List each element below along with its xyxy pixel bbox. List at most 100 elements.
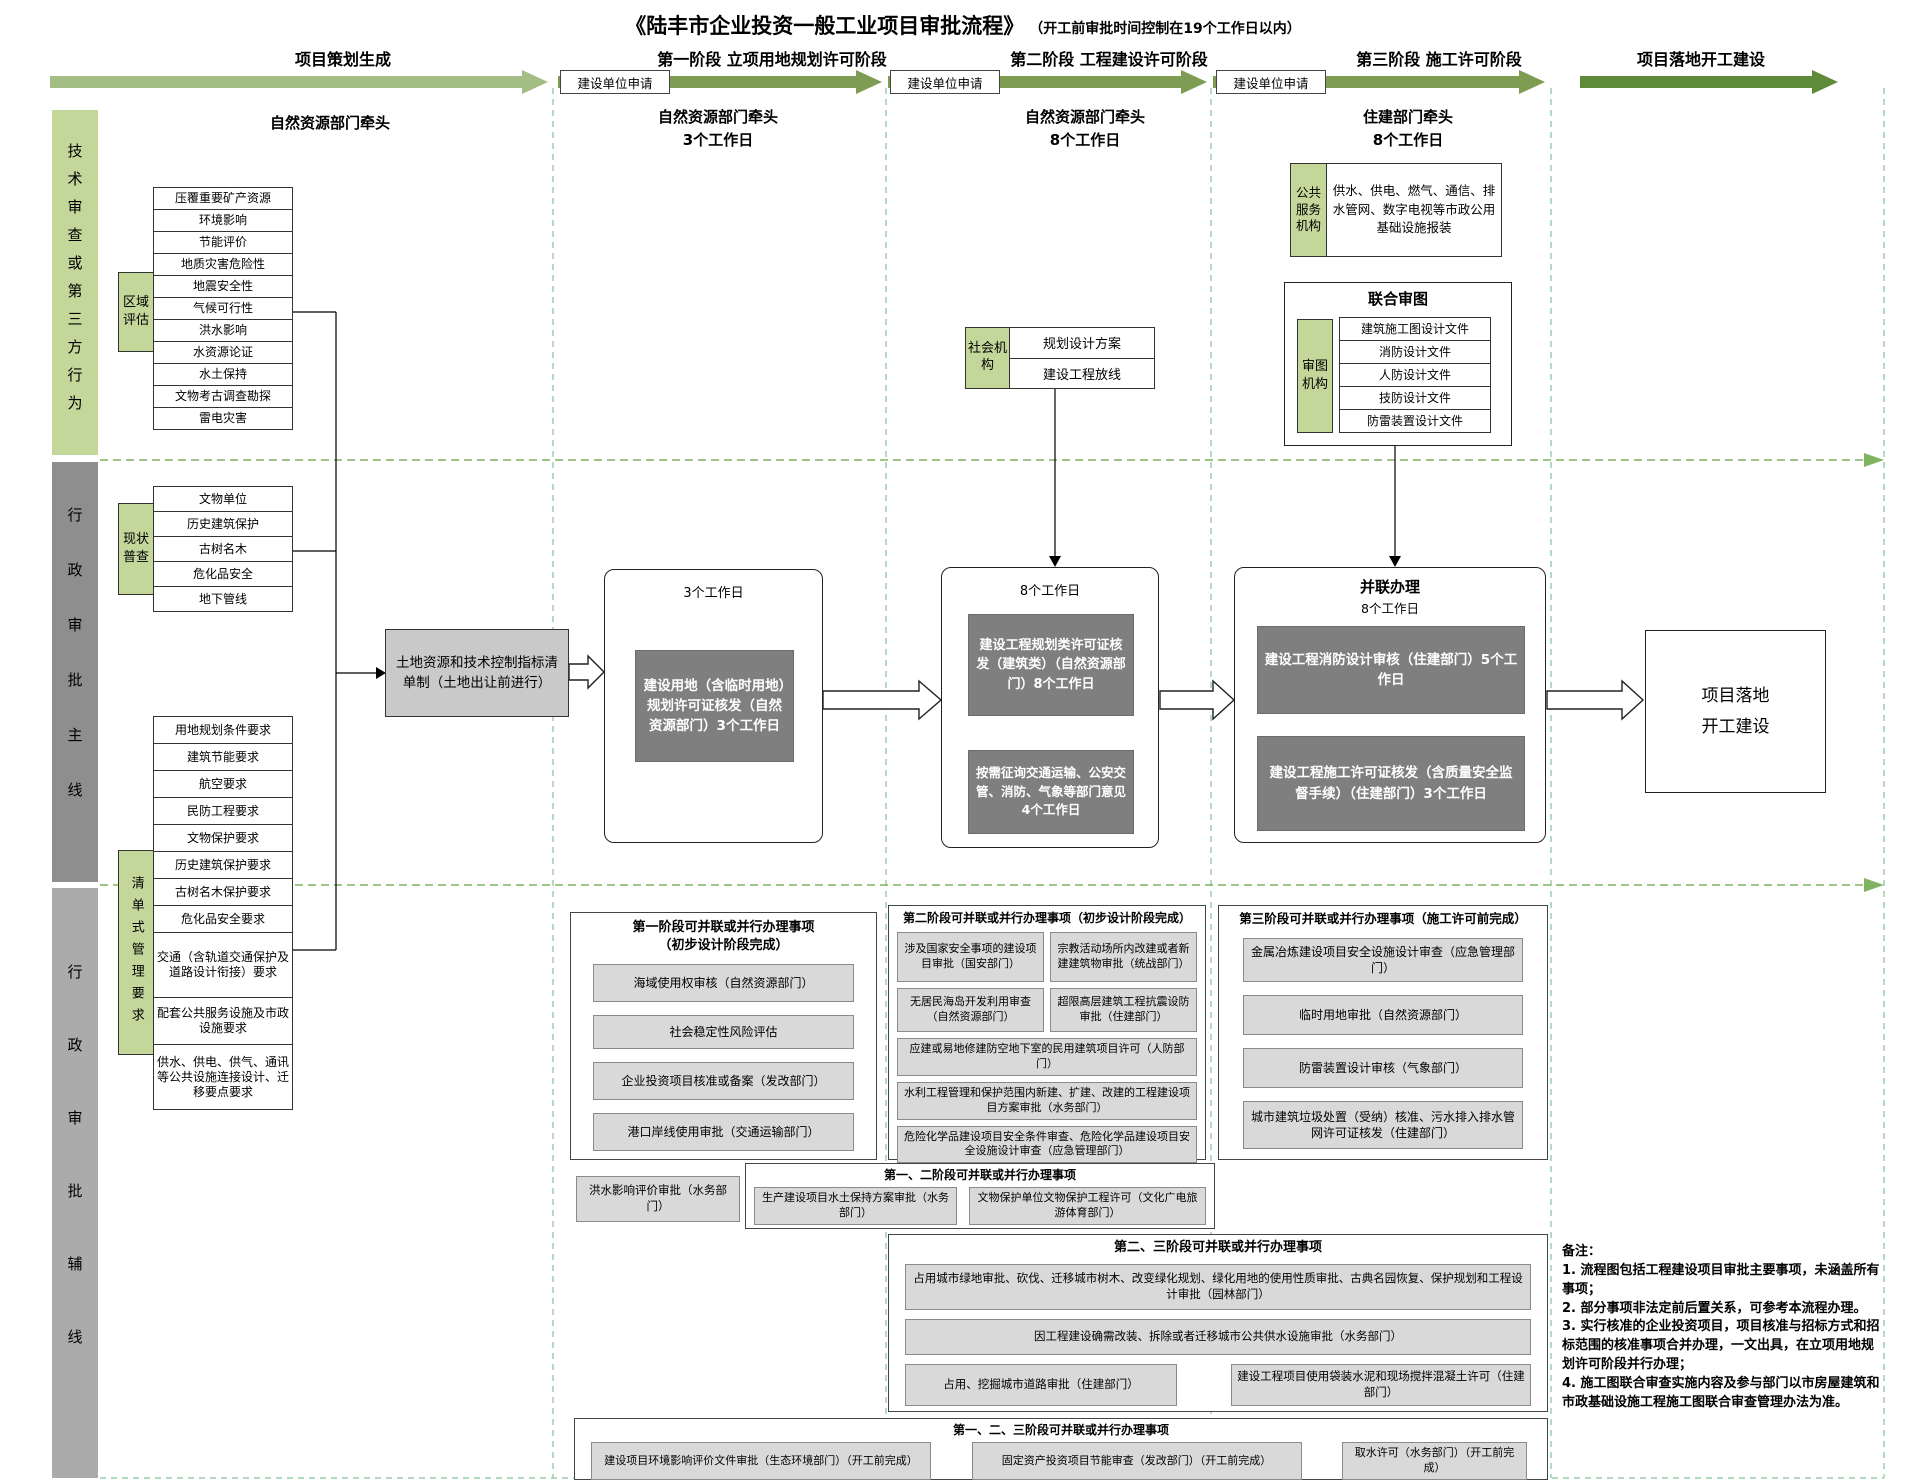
lead-days: 8个工作日 [1049,130,1121,149]
list-item: 历史建筑保护要求 [153,851,293,879]
divider-arrowhead [1864,453,1884,467]
list-item: 古树名木 [153,536,293,562]
stage2-consult-box: 按需征询交通运输、公安交管、消防、气象等部门意见 4个工作日 [968,750,1134,834]
stage3-days: 8个工作日 [1361,601,1419,616]
social-org-items: 规划设计方案 建设工程放线 [1010,328,1154,388]
section-stage1-parallel: 第一阶段可并联或并行办理事项 （初步设计阶段完成） 海域使用权审核（自然资源部门… [570,912,877,1160]
stage2-plan-permit-box: 建设工程规划类许可证核发（建筑类）（自然资源部门）8个工作日 [968,614,1134,716]
list-item: 古树名木保护要求 [153,878,293,906]
list-item: 人防设计文件 [1339,363,1491,387]
title-sub: （开工前审批时间控制在19个工作日以内） [1029,21,1301,37]
final-box: 项目落地开工建设 [1645,630,1826,793]
phase-label-planning: 项目策划生成 [294,50,391,69]
parallel-item: 海域使用权审核（自然资源部门） [593,964,854,1003]
public-service-label: 公共服务机构 [1291,164,1327,256]
lead-stage2: 自然资源部门牵头 8个工作日 [985,106,1185,151]
parallel-item: 宗教活动场所内改建或者新建建筑物审批（统战部门） [1050,932,1197,983]
parallel-item: 危险化学品建设项目安全条件审查、危险化学品建设项目安全设施设计审查（应急管理部门… [897,1125,1197,1164]
public-service-text: 供水、供电、燃气、通信、排水管网、数字电视等市政公用基础设施报装 [1332,182,1496,236]
parallel-item: 涉及国家安全事项的建设项目审批（国安部门） [897,932,1044,983]
stage1-days: 3个工作日 [683,586,744,601]
stage1-container: 3个工作日 建设用地（含临时用地）规划许可证核发（自然资源部门）3个工作日 [604,569,823,843]
section-title: 第二阶段可并联或并行办理事项（初步设计阶段完成） [902,911,1191,925]
list-item: 技防设计文件 [1339,386,1491,410]
lead-stage3: 住建部门牵头 8个工作日 [1308,106,1508,151]
stage3-title: 并联办理 [1359,578,1420,596]
list-item: 建筑施工图设计文件 [1339,317,1491,341]
section-items: 金属冶炼建设项目安全设施设计审查（应急管理部门） 临时用地审批（自然资源部门） … [1219,928,1547,1149]
parallel-item: 文物保护单位文物保护工程许可（文化广电旅游体育部门） [969,1187,1206,1225]
checklist-connector-lines [293,311,376,951]
section-stage2-parallel: 第二阶段可并联或并行办理事项（初步设计阶段完成） 涉及国家安全事项的建设项目审批… [888,905,1206,1164]
parallel-item: 占用城市绿地审批、砍伐、迁移城市树木、改变绿化规划、绿化用地的使用性质审批、古典… [905,1263,1531,1310]
note-line: 1. 流程图包括工程建设项目审批主要事项，未涵盖所有事项； [1562,1262,1880,1297]
parallel-item: 因工程建设确需改装、拆除或者迁移城市公共供水设施审批（水务部门） [905,1318,1531,1355]
section-subtitle: （初步设计阶段完成） [658,937,789,953]
list-item: 交通（含轨道交通保护及道路设计衔接）要求 [153,932,293,998]
sidebar-aux-label: 行政审批辅线 [65,964,84,1402]
lead-planning: 自然资源部门牵头 [269,114,390,132]
joint-review-list: 建筑施工图设计文件 消防设计文件 人防设计文件 技防设计文件 防雷装置设计文件 [1339,317,1491,433]
joint-review-title: 联合审图 [1367,290,1428,308]
connector-arrowhead [1049,556,1061,567]
section-title: 第一阶段可并联或并行办理事项 [632,920,815,935]
status-survey-list: 文物单位 历史建筑保护 古树名木 危化品安全 地下管线 [153,486,293,612]
section-stage123-parallel: 第一、二、三阶段可并联或并行办理事项 建设项目环境影响评价文件审批（生态环境部门… [574,1418,1548,1480]
parallel-item: 临时用地审批（自然资源部门） [1243,994,1523,1035]
note-line: 3. 实行核准的企业投资项目，项目核准与招标方式和招标范围的核准事项合并办理，一… [1562,1319,1880,1373]
parallel-item: 无居民海岛开发利用审查（自然资源部门） [897,988,1044,1033]
section-stage23-parallel: 第二、三阶段可并联或并行办理事项 占用城市绿地审批、砍伐、迁移城市树木、改变绿化… [888,1234,1548,1412]
social-org-label: 社会机构 [966,328,1010,388]
joint-review-box: 联合审图 审图机构 建筑施工图设计文件 消防设计文件 人防设计文件 技防设计文件… [1284,282,1512,446]
region-eval-label: 区域评估 [118,272,154,352]
stage1-permit-box: 建设用地（含临时用地）规划许可证核发（自然资源部门）3个工作日 [635,650,794,762]
status-survey-label: 现状普查 [118,503,154,595]
apply-box-2: 建设单位申请 [890,70,1000,94]
list-item: 水资源论证 [153,341,293,364]
title-main: 《陆丰市企业投资一般工业项目审批流程》 [625,14,1025,38]
list-item: 雷电灾害 [153,407,293,430]
parallel-item: 超限高层建筑工程抗震设防审批（住建部门） [1050,988,1197,1033]
apply-box-3: 建设单位申请 [1216,70,1326,94]
stage-arrow-final [1580,70,1838,94]
parallel-item: 占用、挖掘城市道路审批（住建部门） [905,1363,1177,1406]
list-item: 危化品安全 [153,561,293,587]
stage3-license-box: 建设工程施工许可证核发（含质量安全监督手续）（住建部门）3个工作日 [1257,736,1525,831]
divider-arrowhead [1864,878,1884,892]
list-item: 历史建筑保护 [153,511,293,537]
parallel-item: 固定资产投资项目节能审查（发改部门）（开工前完成） [971,1442,1302,1480]
phase-label-3: 第三阶段 施工许可阶段 [1356,50,1522,69]
parallel-item: 防雷装置设计审核（气象部门） [1243,1047,1523,1088]
checklist-list: 用地规划条件要求 建筑节能要求 航空要求 民防工程要求 文物保护要求 历史建筑保… [153,716,293,1110]
checklist-label: 清单式管理要求 [118,850,154,1055]
section-items: 海域使用权审核（自然资源部门） 社会稳定性风险评估 企业投资项目核准或备案（发改… [571,954,876,1152]
land-quota-box: 土地资源和技术控制指标清单制（土地出让前进行） [385,629,569,717]
parallel-item: 生产建设项目水土保持方案审批（水务部门） [754,1187,958,1225]
list-item: 防雷装置设计文件 [1339,409,1491,433]
section-stage3-parallel: 第三阶段可并联或并行办理事项（施工许可前完成） 金属冶炼建设项目安全设施设计审查… [1218,905,1548,1160]
section-items: 生产建设项目水土保持方案审批（水务部门） 文物保护单位文物保护工程许可（文化广电… [746,1183,1214,1229]
region-eval-list: 压覆重要矿产资源 环境影响 节能评价 地质灾害危险性 地震安全性 气候可行性 洪… [153,187,293,430]
public-service-box: 公共服务机构 供水、供电、燃气、通信、排水管网、数字电视等市政公用基础设施报装 [1290,163,1502,257]
parallel-item: 金属冶炼建设项目安全设施设计审查（应急管理部门） [1243,937,1523,982]
section-items: 占用城市绿地审批、砍伐、迁移城市树木、改变绿化规划、绿化用地的使用性质审批、古典… [889,1257,1547,1406]
connector-arrowhead [1389,556,1401,567]
lead-dept: 自然资源部门牵头 [1024,108,1145,126]
list-item: 用地规划条件要求 [153,716,293,744]
list-item: 文物考古调查勘探 [153,385,293,408]
phase-label-final: 项目落地开工建设 [1636,50,1765,69]
stage2-days: 8个工作日 [1019,584,1081,599]
phase-label-2: 第二阶段 工程建设许可阶段 [1010,50,1208,69]
stage2-container: 8个工作日 建设工程规划类许可证核发（建筑类）（自然资源部门）8个工作日 按需征… [941,567,1159,848]
section-items: 涉及国家安全事项的建设项目审批（国安部门） 宗教活动场所内改建或者新建建筑物审批… [889,926,1205,1169]
list-item: 压覆重要矿产资源 [153,187,293,210]
list-item: 航空要求 [153,770,293,798]
stage-arrow-planning [50,70,548,94]
list-item: 地下管线 [153,586,293,612]
lead-dept: 住建部门牵头 [1362,108,1453,126]
block-arrow-3 [1159,679,1236,721]
parallel-item: 港口岸线使用审批（交通运输部门） [593,1113,854,1152]
parallel-item: 取水许可（水务部门）（开工前完成） [1342,1442,1527,1480]
lead-dept: 自然资源部门牵头 [657,108,778,126]
